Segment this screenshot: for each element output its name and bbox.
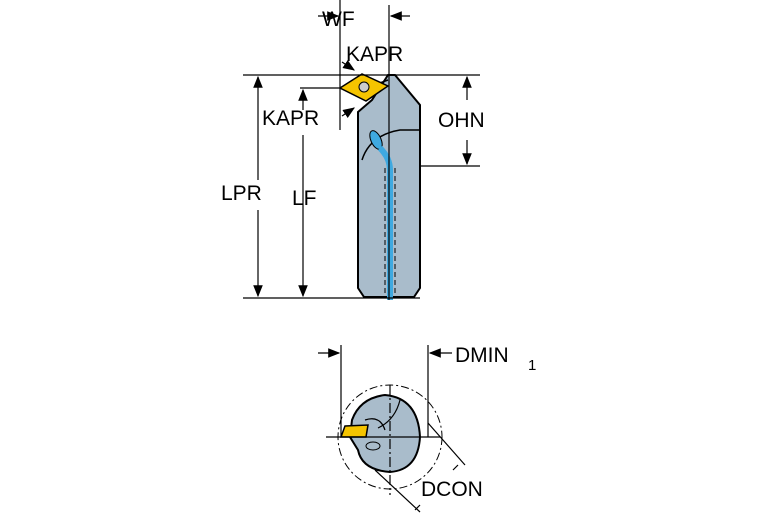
coolant-channel [377, 145, 393, 300]
label-dmin-subscript: 1 [528, 357, 536, 374]
label-dmin: DMIN [455, 344, 509, 367]
insert-screw-icon [358, 81, 370, 93]
label-wf: WF [322, 8, 355, 31]
tool-end-view [318, 345, 466, 513]
end-view-insert [339, 424, 369, 438]
label-kapr-top: KAPR [346, 43, 403, 66]
label-lpr: LPR [221, 182, 262, 205]
label-kapr-left: KAPR [262, 107, 319, 130]
side-dimensions [243, 0, 480, 300]
label-dcon: DCON [421, 478, 483, 501]
tool-side-view [338, 73, 421, 300]
label-ohn: OHN [438, 109, 485, 132]
label-lf: LF [292, 187, 317, 210]
